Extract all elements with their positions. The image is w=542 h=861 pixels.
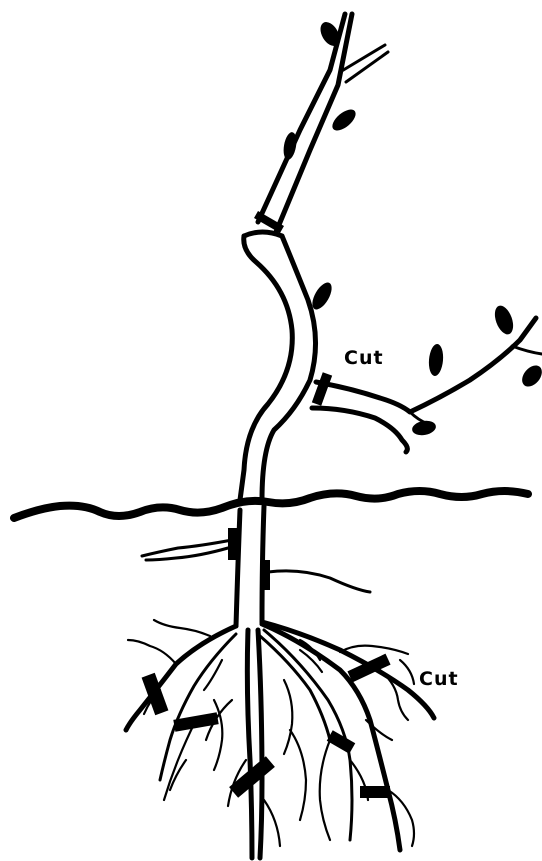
- cut-label-stem: Cut: [344, 349, 384, 368]
- bud: [491, 303, 516, 337]
- roots: [126, 620, 434, 858]
- soil-line: [14, 491, 528, 518]
- bud: [411, 419, 437, 437]
- cut-mark: [360, 786, 390, 798]
- cut-mark: [228, 528, 240, 560]
- root-cut-marks: [142, 654, 391, 798]
- cut-mark: [327, 730, 356, 753]
- stem-cut-marks: [254, 211, 332, 406]
- bud: [329, 106, 359, 135]
- main-trunk: [240, 232, 316, 500]
- buds: [282, 19, 542, 437]
- cut-mark: [264, 560, 270, 590]
- cut-mark: [312, 372, 332, 405]
- bud: [518, 362, 542, 391]
- cut-label-root: Cut: [419, 670, 459, 689]
- lower-trunk: [142, 506, 370, 626]
- upper-shoot: [258, 14, 388, 232]
- bud: [428, 343, 445, 376]
